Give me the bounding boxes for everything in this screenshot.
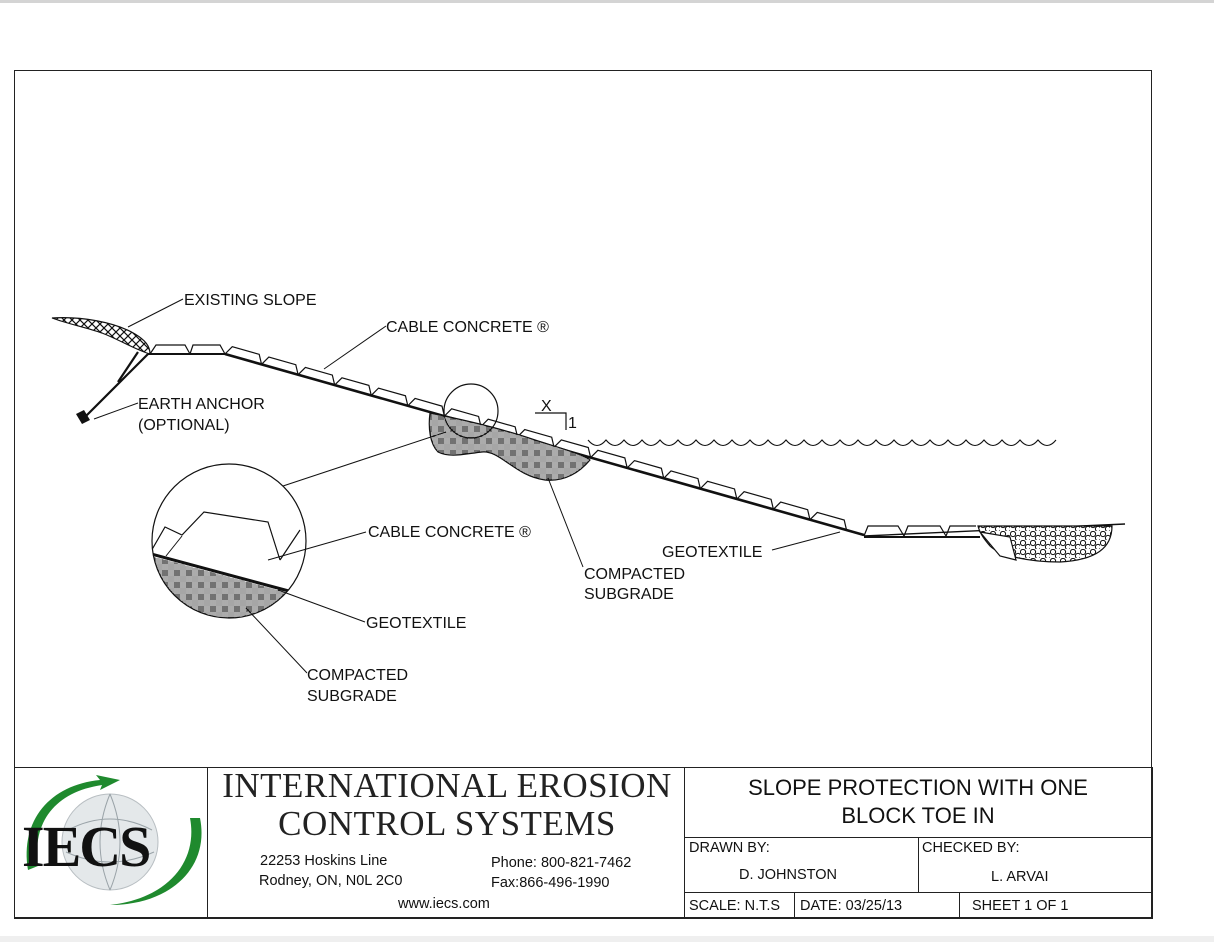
date-field: DATE: 03/25/13 (800, 898, 903, 914)
cable-concrete-block (224, 346, 263, 365)
company-name-line2: CONTROL SYSTEMS (278, 804, 616, 843)
label-detail-compacted-2: SUBGRADE (307, 688, 397, 705)
checked-by-label: CHECKED BY: (922, 840, 1020, 856)
leader-detail-geotextile (277, 589, 366, 623)
label-earth-anchor: EARTH ANCHOR (138, 396, 265, 413)
top-block-1 (149, 344, 191, 355)
toe-block-3 (945, 525, 976, 537)
label-detail-cable-concrete: CABLE CONCRETE ® (368, 524, 531, 541)
title-block-sheet-cell (959, 892, 1153, 919)
top-block-2 (189, 344, 226, 355)
cable-concrete-block (517, 428, 555, 448)
label-existing-slope: EXISTING SLOPE (184, 292, 316, 309)
drawn-by-value: D. JOHNSTON (739, 867, 838, 883)
detail-enlargement-circle (151, 463, 307, 619)
cable-concrete-block (553, 439, 592, 458)
cable-concrete-block (736, 491, 775, 510)
svg-text:IECS: IECS (22, 814, 149, 879)
leader-cable-concrete (323, 325, 387, 370)
compacted-subgrade-shape (428, 412, 591, 481)
leader-existing-slope (127, 298, 184, 328)
slope-ratio-x: X (541, 398, 552, 415)
cable-concrete-block (480, 418, 519, 437)
label-detail-compacted-1: COMPACTED (307, 667, 408, 684)
sheet-field: SHEET 1 OF 1 (972, 898, 1069, 914)
slope-ratio-1: 1 (568, 415, 577, 432)
checked-by-value: L. ARVAI (991, 869, 1049, 885)
title-block-logo-cell (14, 767, 208, 919)
earth-anchor-head (76, 410, 90, 424)
label-cable-concrete: CABLE CONCRETE ® (386, 319, 549, 336)
drawing-title-line1: SLOPE PROTECTION WITH ONE (748, 775, 1088, 800)
leader-earth-anchor (93, 402, 139, 420)
label-detail-geotextile: GEOTEXTILE (366, 615, 466, 632)
drawing-title-line2: BLOCK TOE IN (841, 803, 995, 828)
drawing-sheet-border (14, 70, 1152, 918)
detail-callout-circle (443, 383, 499, 439)
viewer-top-edge (0, 0, 1214, 3)
label-earth-anchor-optional: (OPTIONAL) (138, 417, 230, 434)
cable-concrete-block (334, 377, 372, 396)
viewer-bottom-edge (0, 936, 1214, 942)
leader-geotextile (771, 531, 841, 551)
fax-number: Fax:866-496-1990 (491, 875, 610, 891)
toe-block-embedded (978, 531, 1017, 561)
company-name-line1: INTERNATIONAL EROSION (222, 766, 672, 805)
cable-concrete-block (663, 470, 701, 489)
cable-concrete-block (443, 408, 482, 427)
cable-concrete-block (590, 449, 628, 469)
scale-field: SCALE: N.T.S (689, 898, 781, 914)
leader-compacted (547, 477, 584, 568)
toe-block-2 (903, 525, 947, 537)
detail-leader-upper (282, 431, 447, 487)
cable-concrete-block (772, 501, 811, 520)
cable-concrete-blocks (224, 346, 848, 531)
water-surface (587, 439, 1057, 447)
toe-block-1 (863, 525, 905, 537)
cable-concrete-block (626, 459, 665, 479)
address-line2: Rodney, ON, N0L 2C0 (259, 873, 403, 889)
label-compacted-1: COMPACTED (584, 566, 685, 583)
website-link[interactable]: www.iecs.com (398, 896, 490, 912)
cable-concrete-block (699, 480, 738, 500)
cable-concrete-block (297, 366, 336, 386)
slope-ratio-marker (535, 412, 567, 430)
cable-concrete-block (370, 387, 409, 406)
cable-concrete-block (809, 511, 848, 531)
cable-concrete-block (407, 397, 445, 417)
drawn-by-label: DRAWN BY: (689, 840, 770, 856)
detail-enlargement-content (152, 511, 301, 618)
address-line1: 22253 Hoskins Line (260, 853, 388, 869)
phone-number: Phone: 800-821-7462 (491, 855, 632, 871)
leader-detail-cable-concrete (267, 531, 367, 561)
cable-concrete-block (261, 356, 299, 375)
earth-anchor-line (83, 351, 149, 419)
leader-detail-compacted (245, 607, 308, 674)
label-compacted-2: SUBGRADE (584, 586, 674, 603)
label-geotextile: GEOTEXTILE (662, 544, 762, 561)
iecs-logo: IECS (22, 775, 202, 905)
